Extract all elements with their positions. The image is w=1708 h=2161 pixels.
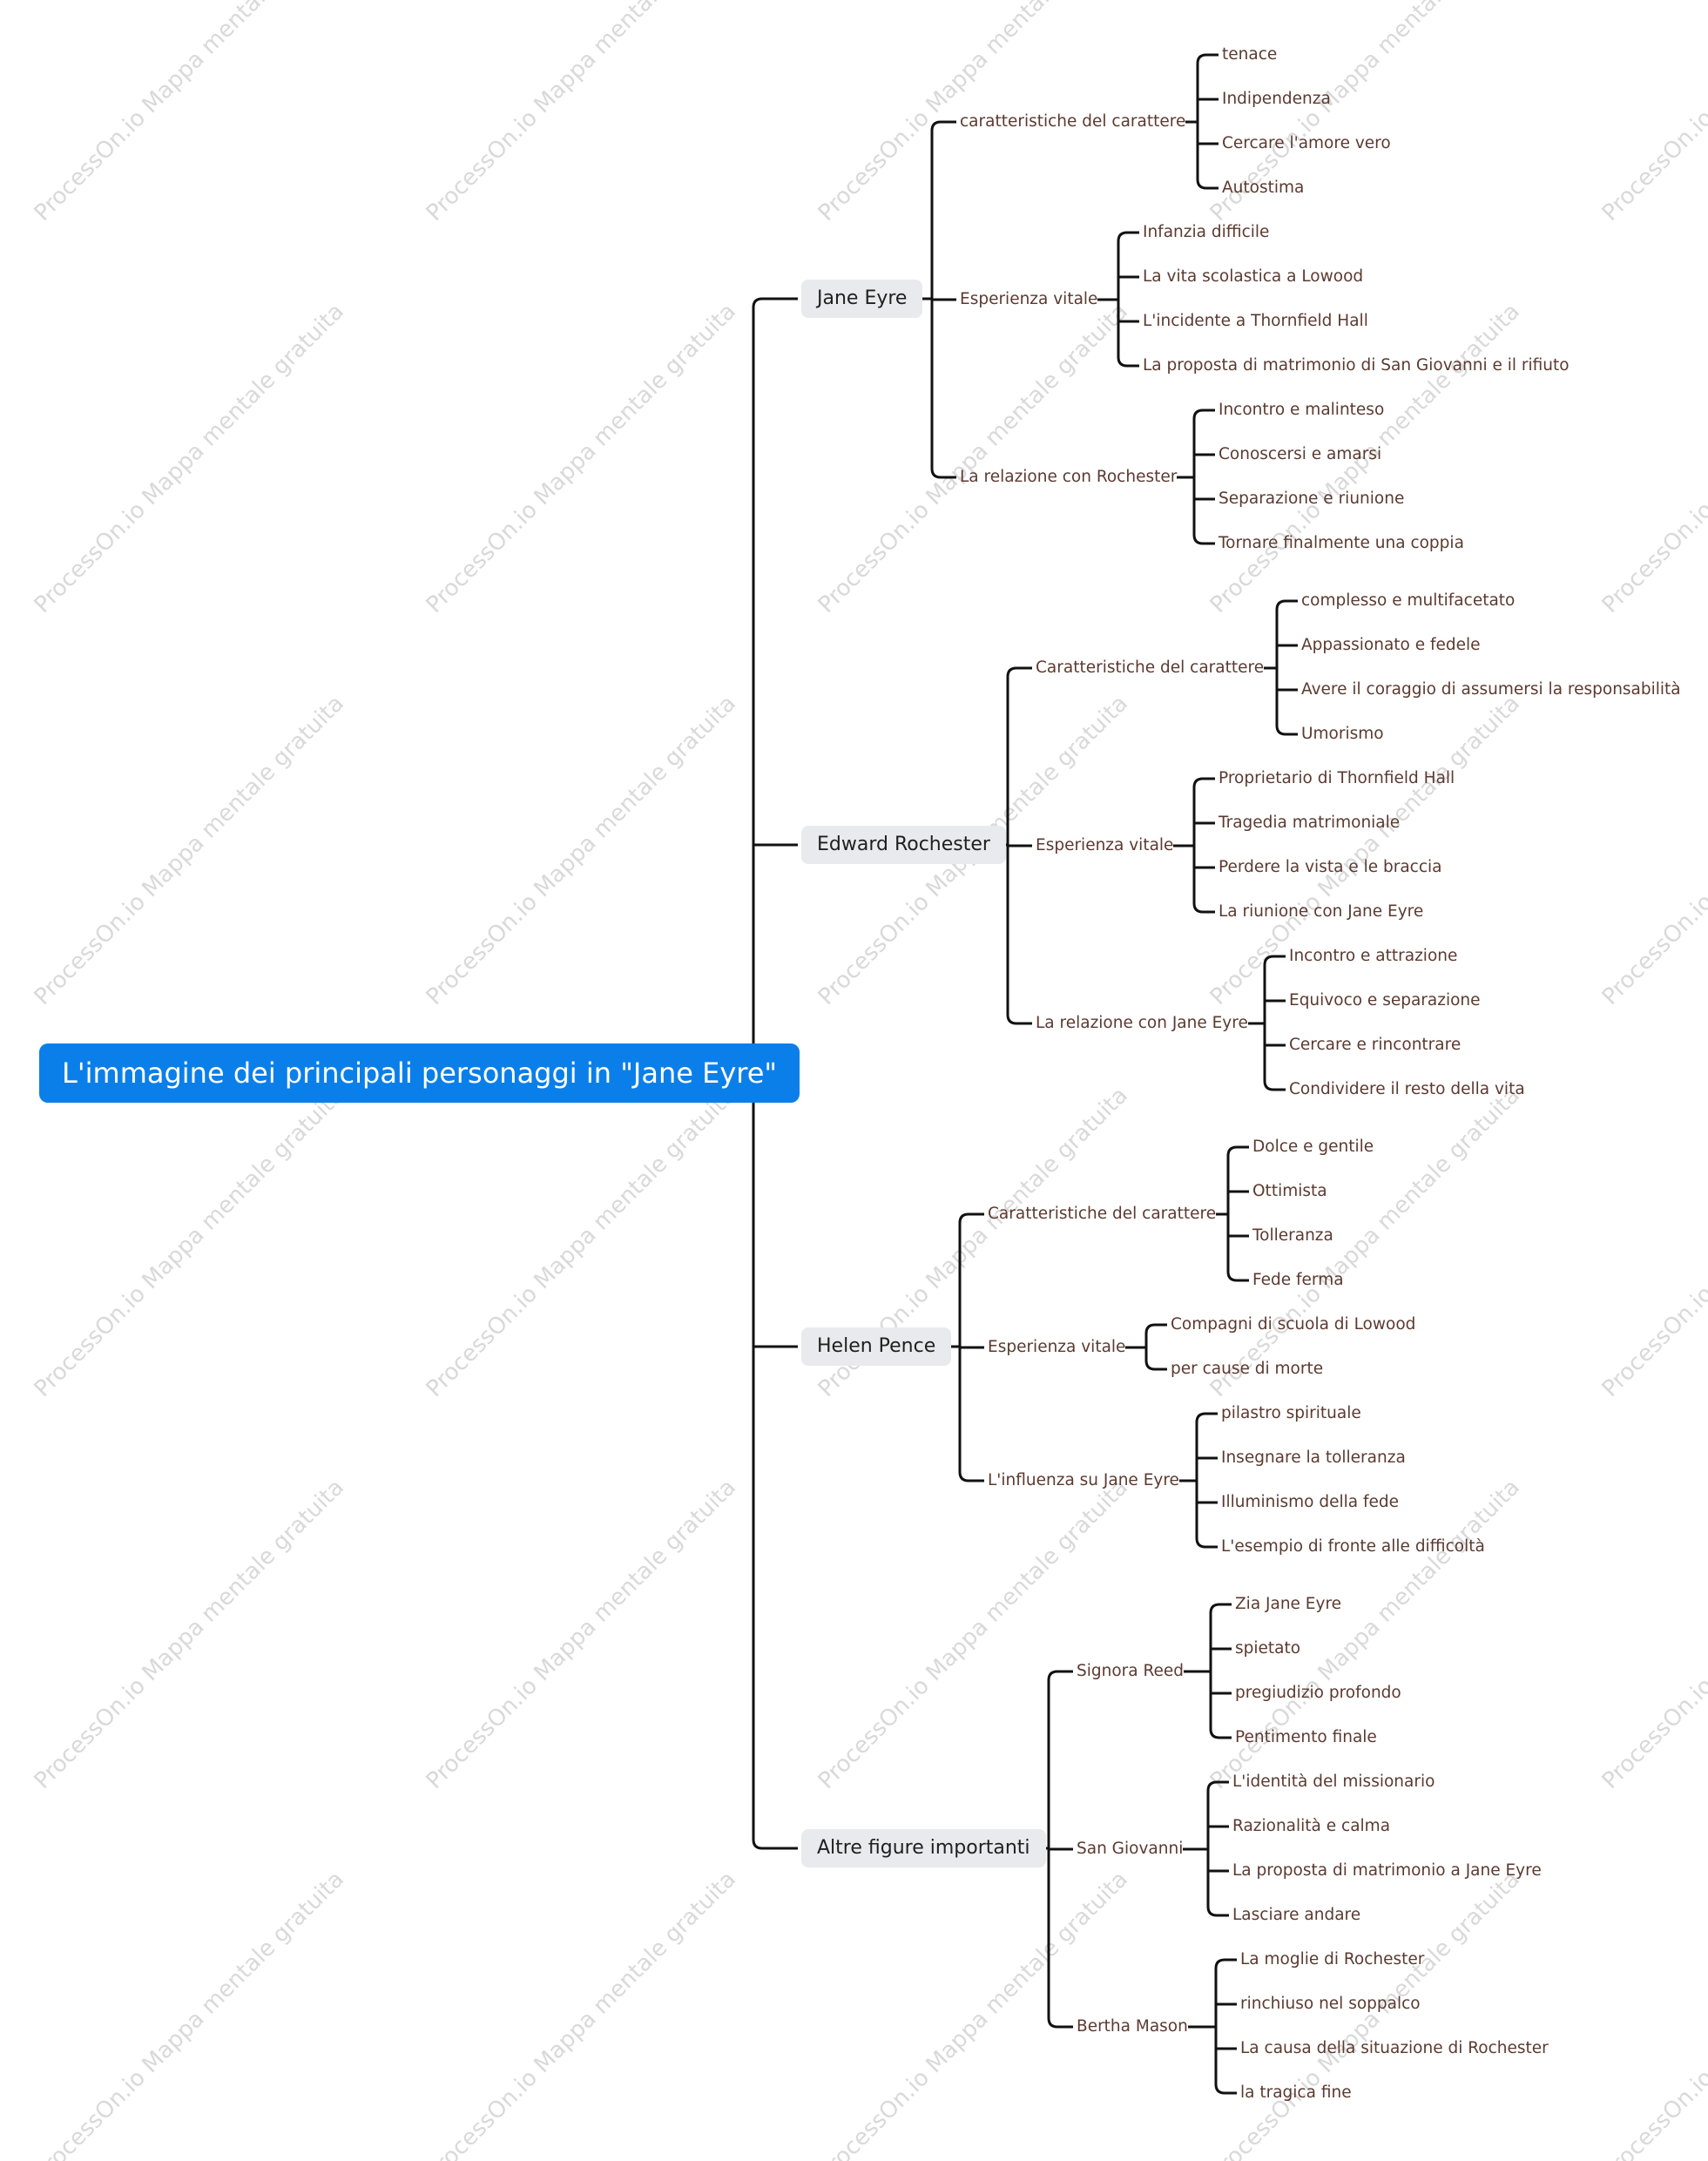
leaf-topic[interactable]: L'identità del missionario <box>1232 1773 1435 1791</box>
leaf-topic[interactable]: Equivoco e separazione <box>1289 991 1481 1010</box>
leaf-topic[interactable]: Avere il coraggio di assumersi la respon… <box>1301 680 1681 699</box>
watermark-text: ProcessOn.io Mappa mentale gratuita <box>30 299 349 618</box>
main-topic-helen-pence[interactable]: Helen Pence <box>801 1327 952 1366</box>
leaf-topic[interactable]: Tragedia matrimoniale <box>1219 814 1401 832</box>
subtopic[interactable]: Caratteristiche del carattere <box>1036 658 1265 677</box>
leaf-topic[interactable]: Fede ferma <box>1252 1271 1344 1289</box>
leaf-topic[interactable]: Separazione e riunione <box>1219 490 1405 508</box>
watermark-text: ProcessOn.io Mappa mentale gratuita <box>422 1867 741 2161</box>
watermark-text: ProcessOn.io Mappa mentale gratuita <box>1597 1867 1708 2161</box>
leaf-topic[interactable]: spietato <box>1235 1639 1301 1658</box>
leaf-topic[interactable]: pregiudizio profondo <box>1235 1684 1401 1702</box>
leaf-topic[interactable]: complesso e multifacetato <box>1301 591 1516 610</box>
leaf-topic[interactable]: Razionalità e calma <box>1232 1817 1391 1835</box>
leaf-topic[interactable]: La vita scolastica a Lowood <box>1143 267 1364 286</box>
leaf-topic[interactable]: Tolleranza <box>1252 1226 1333 1245</box>
leaf-topic[interactable]: Umorismo <box>1301 725 1384 743</box>
leaf-topic[interactable]: La riunione con Jane Eyre <box>1219 902 1424 921</box>
watermark-text: ProcessOn.io Mappa mentale gratuita <box>30 0 349 226</box>
leaf-topic[interactable]: Incontro e attrazione <box>1289 947 1458 965</box>
leaf-topic[interactable]: La causa della situazione di Rochester <box>1240 2039 1549 2057</box>
watermark-text: ProcessOn.io Mappa mentale gratuita <box>813 1475 1133 1794</box>
subtopic[interactable]: Esperienza vitale <box>960 290 1098 308</box>
leaf-topic[interactable]: Cercare l'amore vero <box>1222 134 1391 152</box>
leaf-topic[interactable]: Infanzia difficile <box>1143 223 1270 241</box>
leaf-topic[interactable]: Incontro e malinteso <box>1219 401 1385 419</box>
main-topic-jane-eyre[interactable]: Jane Eyre <box>801 280 923 318</box>
leaf-topic[interactable]: Insegnare la tolleranza <box>1221 1449 1406 1467</box>
watermark-text: ProcessOn.io Mappa mentale gratuita <box>422 0 741 226</box>
leaf-topic[interactable]: Compagni di scuola di Lowood <box>1171 1315 1416 1334</box>
watermark-text: ProcessOn.io Mappa mentale gratuita <box>1597 0 1708 226</box>
leaf-topic[interactable]: Conoscersi e amarsi <box>1219 445 1382 463</box>
watermark-text: ProcessOn.io Mappa mentale gratuita <box>1597 1475 1708 1794</box>
leaf-topic[interactable]: per cause di morte <box>1171 1360 1324 1378</box>
watermark-text: ProcessOn.io Mappa mentale gratuita <box>30 1475 349 1794</box>
subtopic[interactable]: Bertha Mason <box>1077 2017 1188 2036</box>
watermark-text: ProcessOn.io Mappa mentale gratuita <box>1597 1083 1708 1402</box>
subtopic[interactable]: San Giovanni <box>1077 1840 1184 1858</box>
subtopic[interactable]: Esperienza vitale <box>988 1338 1126 1356</box>
subtopic[interactable]: L'influenza su Jane Eyre <box>988 1471 1179 1489</box>
watermark-text: ProcessOn.io Mappa mentale gratuita <box>30 1083 349 1402</box>
watermark-text: ProcessOn.io Mappa mentale gratuita <box>1597 691 1708 1010</box>
leaf-topic[interactable]: Cercare e rincontrare <box>1289 1036 1462 1054</box>
leaf-topic[interactable]: L'esempio di fronte alle difficoltà <box>1221 1537 1485 1556</box>
watermark-text: ProcessOn.io Mappa mentale gratuita <box>1597 299 1708 618</box>
leaf-topic[interactable]: Pentimento finale <box>1235 1728 1377 1746</box>
watermark-text: ProcessOn.io Mappa mentale gratuita <box>30 691 349 1010</box>
watermark-text: ProcessOn.io Mappa mentale gratuita <box>30 1867 349 2161</box>
leaf-topic[interactable]: la tragica fine <box>1240 2083 1352 2102</box>
leaf-topic[interactable]: L'incidente a Thornfield Hall <box>1143 312 1368 330</box>
watermark-text: ProcessOn.io Mappa mentale gratuita <box>422 1083 741 1402</box>
subtopic[interactable]: La relazione con Jane Eyre <box>1036 1014 1248 1032</box>
leaf-topic[interactable]: Autostima <box>1222 179 1305 197</box>
main-topic-edward-rochester[interactable]: Edward Rochester <box>801 826 1006 864</box>
watermark-text: ProcessOn.io Mappa mentale gratuita <box>422 1475 741 1794</box>
leaf-topic[interactable]: Dolce e gentile <box>1252 1138 1374 1156</box>
leaf-topic[interactable]: Indipendenza <box>1222 90 1331 108</box>
leaf-topic[interactable]: Appassionato e fedele <box>1301 636 1481 654</box>
subtopic[interactable]: Caratteristiche del carattere <box>988 1205 1217 1223</box>
leaf-topic[interactable]: La moglie di Rochester <box>1240 1950 1425 1969</box>
leaf-topic[interactable]: La proposta di matrimonio di San Giovann… <box>1143 356 1570 375</box>
subtopic[interactable]: caratteristiche del carattere <box>960 112 1186 131</box>
leaf-topic[interactable]: Proprietario di Thornfield Hall <box>1219 769 1455 787</box>
leaf-topic[interactable]: Condividere il resto della vita <box>1289 1080 1525 1098</box>
leaf-topic[interactable]: Ottimista <box>1252 1182 1327 1200</box>
leaf-topic[interactable]: Tornare finalmente una coppia <box>1219 534 1464 552</box>
leaf-topic[interactable]: Perdere la vista e le braccia <box>1219 858 1442 876</box>
leaf-topic[interactable]: Lasciare andare <box>1232 1906 1361 1924</box>
watermark-text: ProcessOn.io Mappa mentale gratuita <box>422 691 741 1010</box>
leaf-topic[interactable]: Illuminismo della fede <box>1221 1493 1399 1511</box>
leaf-topic[interactable]: tenace <box>1222 45 1278 64</box>
subtopic[interactable]: La relazione con Rochester <box>960 468 1178 486</box>
subtopic[interactable]: Signora Reed <box>1077 1662 1185 1680</box>
leaf-topic[interactable]: La proposta di matrimonio a Jane Eyre <box>1232 1861 1542 1880</box>
root-topic[interactable]: L'immagine dei principali personaggi in … <box>39 1043 800 1103</box>
subtopic[interactable]: Esperienza vitale <box>1036 836 1174 854</box>
leaf-topic[interactable]: Zia Jane Eyre <box>1235 1595 1342 1613</box>
main-topic-altre-figure[interactable]: Altre figure importanti <box>801 1829 1046 1867</box>
watermark-text: ProcessOn.io Mappa mentale gratuita <box>813 299 1133 618</box>
leaf-topic[interactable]: rinchiuso nel soppalco <box>1240 1995 1421 2013</box>
watermark-text: ProcessOn.io Mappa mentale gratuita <box>422 299 741 618</box>
leaf-topic[interactable]: pilastro spirituale <box>1221 1404 1361 1422</box>
